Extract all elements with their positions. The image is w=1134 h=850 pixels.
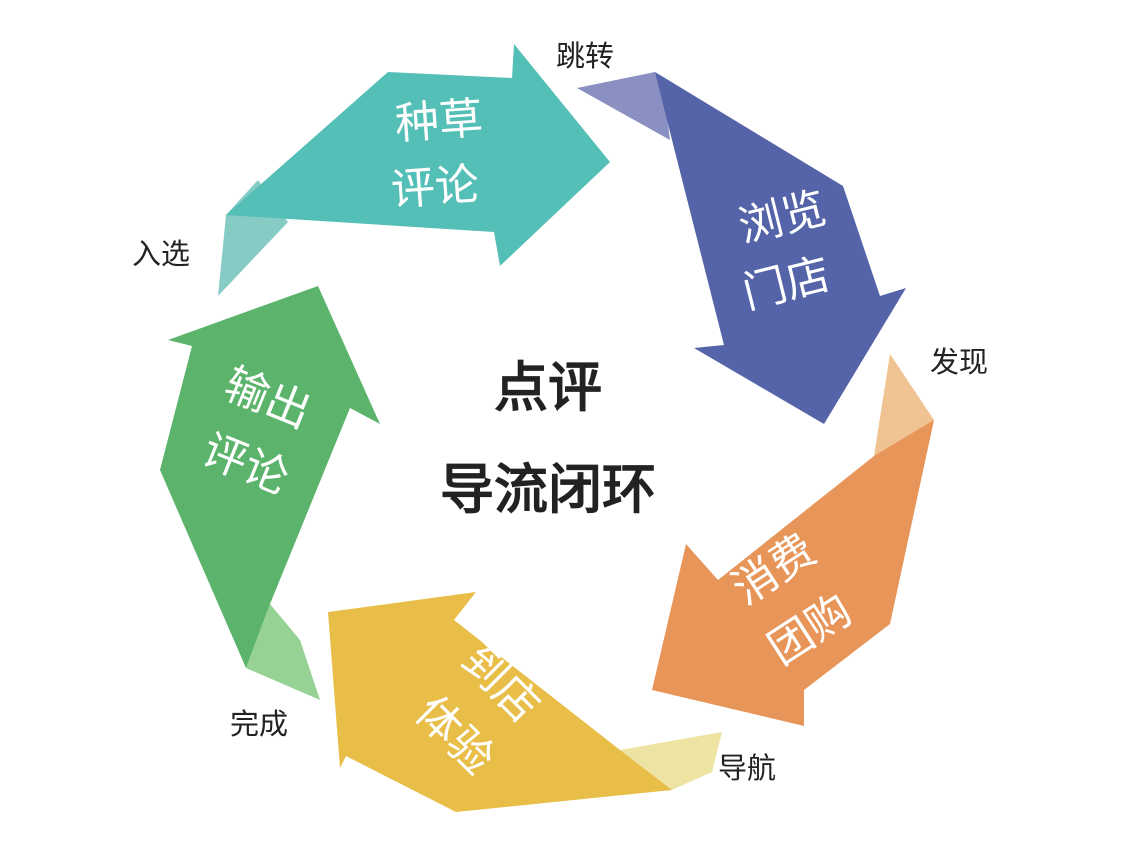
arrow-output-review: 输出 评论 [160,286,380,700]
center-title-line-2: 导流闭环 [440,458,656,521]
arrow-browse-body [655,72,906,424]
arrow-seed-label-2: 评论 [389,159,480,216]
center-title-line-1: 点评 [494,356,602,419]
transition-select: 入选 [132,237,190,271]
arrow-browse-fold [577,72,670,140]
transition-navigate: 导航 [718,751,776,785]
arrow-seed-body [226,44,610,266]
transition-complete: 完成 [230,707,288,741]
arrow-output-body [160,286,380,668]
arrow-visit-fold [620,732,722,790]
arrow-visit-experience: 到店 体验 [328,592,722,812]
arrow-visit-body [328,592,672,812]
arrow-seed-label-1: 种草 [393,93,484,150]
transition-jump: 跳转 [556,39,614,73]
arrow-output-fold [246,604,320,700]
arrow-consume-purchase: 消费 团购 [652,354,934,726]
arrow-seed-review: 种草 评论 [218,44,610,296]
transition-discover: 发现 [930,345,988,379]
arrow-browse-store: 浏览 门店 [577,72,906,424]
arrow-consume-body [652,420,934,726]
